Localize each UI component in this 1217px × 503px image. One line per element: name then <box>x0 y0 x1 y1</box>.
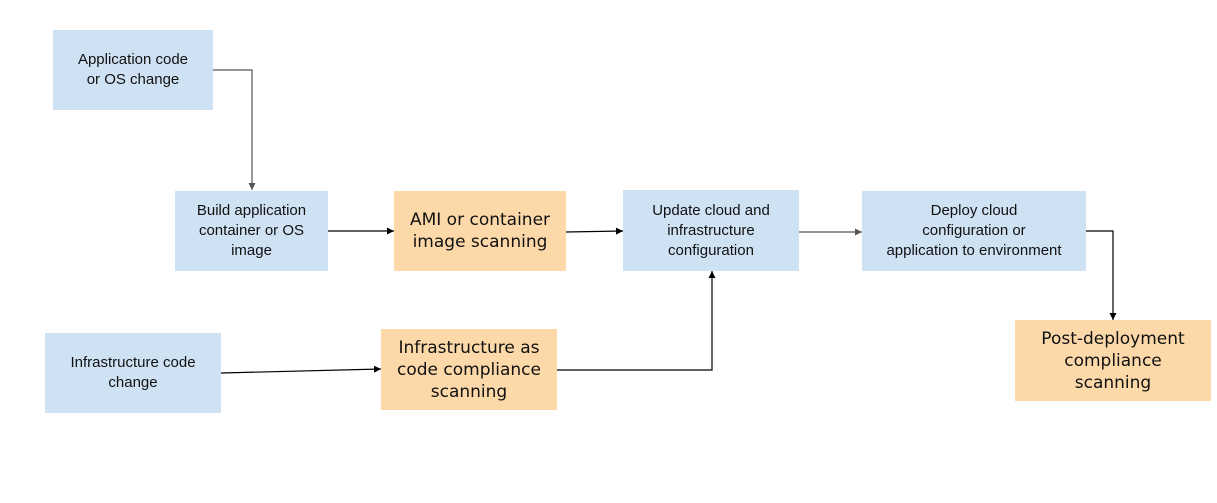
node-label: Deploy cloud configuration or applicatio… <box>886 202 1062 259</box>
node-label: Infrastructure code change <box>70 354 196 391</box>
edge-infra-change-to-iac-scan <box>220 365 382 374</box>
node-deploy: Deploy cloud configuration or applicatio… <box>862 191 1086 271</box>
node-label: Infrastructure as code compliance scanni… <box>397 337 541 402</box>
node-infrastructure-code-change: Infrastructure code change <box>45 333 221 413</box>
node-update-configuration: Update cloud and infrastructure configur… <box>623 190 799 271</box>
edge-deploy-to-post-scan <box>1086 230 1117 320</box>
node-iac-compliance-scanning: Infrastructure as code compliance scanni… <box>381 329 557 410</box>
node-label: AMI or container image scanning <box>409 210 551 252</box>
node-ami-container-scanning: AMI or container image scanning <box>394 191 566 271</box>
node-label: Post-deployment compliance scanning <box>1041 328 1185 393</box>
edge-iac-scan-to-update <box>557 271 716 371</box>
edge-app-change-to-build <box>213 69 256 190</box>
node-build-image: Build application container or OS image <box>175 191 328 271</box>
node-post-deployment-scanning: Post-deployment compliance scanning <box>1015 320 1211 401</box>
node-label: Application code or OS change <box>77 51 189 88</box>
node-label: Update cloud and infrastructure configur… <box>652 201 770 259</box>
node-application-code-change: Application code or OS change <box>53 30 213 110</box>
edge-ami-scan-to-update <box>565 227 624 235</box>
node-label: Build application container or OS image <box>196 202 307 259</box>
